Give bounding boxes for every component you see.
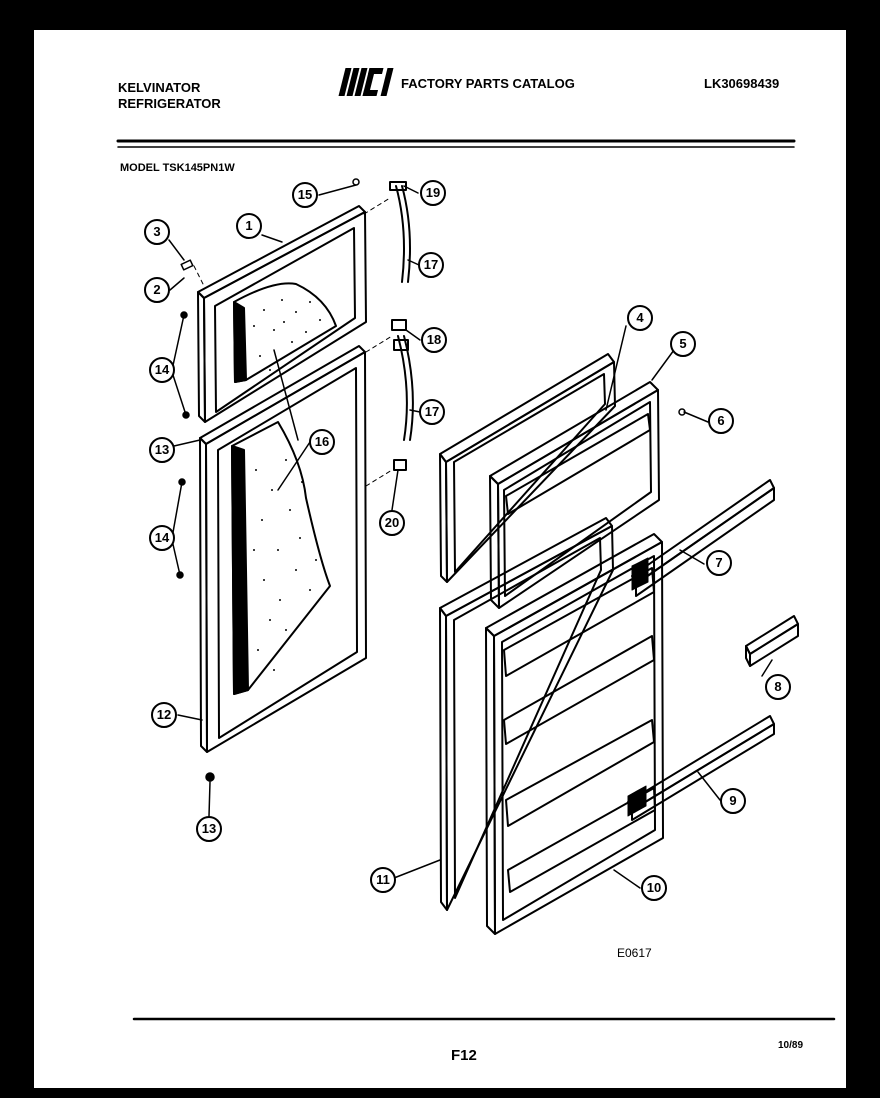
- svg-text:9: 9: [729, 793, 736, 808]
- page-code: F12: [451, 1047, 477, 1064]
- freezer-liner: [489, 381, 660, 609]
- brand-block: KELVINATOR REFRIGERATOR: [118, 80, 221, 112]
- wci-logo: [338, 68, 394, 96]
- callout-10: 10: [641, 875, 667, 901]
- shelf-clip-8: [745, 615, 799, 667]
- svg-text:13: 13: [155, 442, 169, 457]
- svg-text:7: 7: [715, 555, 722, 570]
- leader-lines: [168, 184, 773, 889]
- svg-text:11: 11: [376, 872, 390, 887]
- callout-14-bottom: 14: [149, 525, 175, 551]
- fresh-food-liner: [485, 533, 664, 935]
- svg-text:16: 16: [315, 434, 329, 449]
- svg-text:17: 17: [424, 257, 438, 272]
- callout-4: 4: [627, 305, 653, 331]
- fresh-food-insulation: [231, 421, 331, 695]
- callout-5: 5: [670, 331, 696, 357]
- callout-15: 15: [292, 182, 318, 208]
- svg-text:10: 10: [647, 880, 661, 895]
- svg-text:19: 19: [426, 185, 440, 200]
- callout-13-top: 13: [149, 437, 175, 463]
- svg-text:3: 3: [153, 224, 160, 239]
- callout-2: 2: [144, 277, 170, 303]
- callout-1: 1: [236, 213, 262, 239]
- date-code: 10/89: [778, 1040, 804, 1051]
- svg-text:2: 2: [153, 282, 160, 297]
- callout-19: 19: [420, 180, 446, 206]
- callout-8: 8: [765, 674, 791, 700]
- svg-text:4: 4: [636, 310, 644, 325]
- freezer-door: [197, 205, 367, 423]
- freezer-insulation-texture: [253, 299, 321, 371]
- fresh-food-door: [199, 345, 367, 753]
- freezer-gasket: [439, 353, 616, 583]
- exploded-door-diagram: 1 2 3 4 5 6 7 8 9 10 11 12 13 13 14 14 1…: [116, 139, 836, 1021]
- svg-text:13: 13: [202, 821, 216, 836]
- svg-text:6: 6: [717, 413, 724, 428]
- callout-20: 20: [379, 510, 405, 536]
- callout-3: 3: [144, 219, 170, 245]
- product-type: REFRIGERATOR: [118, 96, 221, 111]
- shelf-rail-9: [627, 715, 775, 821]
- callout-14-top: 14: [149, 357, 175, 383]
- svg-text:8: 8: [774, 679, 781, 694]
- callout-6: 6: [708, 408, 734, 434]
- callout-18: 18: [421, 327, 447, 353]
- svg-text:15: 15: [298, 187, 312, 202]
- svg-text:1: 1: [245, 218, 252, 233]
- svg-text:20: 20: [385, 515, 399, 530]
- svg-text:5: 5: [679, 336, 686, 351]
- catalog-title: FACTORY PARTS CATALOG: [401, 76, 575, 91]
- svg-text:18: 18: [427, 332, 441, 347]
- diagram-code: E0617: [617, 946, 652, 960]
- callout-11: 11: [370, 867, 396, 893]
- catalog-sheet: KELVINATOR REFRIGERATOR FACTORY PARTS CA…: [34, 30, 846, 1088]
- callout-16: 16: [309, 429, 335, 455]
- callout-17-bottom: 17: [419, 399, 445, 425]
- fresh-food-insulation-texture: [253, 459, 317, 671]
- svg-text:14: 14: [155, 530, 170, 545]
- callout-13-bottom: 13: [196, 816, 222, 842]
- callout-7: 7: [706, 550, 732, 576]
- model-number: MODEL TSK145PN1W: [120, 162, 235, 174]
- screw-6: [678, 408, 686, 416]
- callout-9: 9: [720, 788, 746, 814]
- callouts: 1 2 3 4 5 6 7 8 9 10 11 12 13 13 14 14 1…: [144, 180, 791, 901]
- freezer-insulation: [233, 282, 337, 383]
- fresh-food-gasket: [439, 517, 614, 911]
- callout-12: 12: [151, 702, 177, 728]
- svg-text:17: 17: [425, 404, 439, 419]
- part-number: LK30698439: [704, 76, 780, 91]
- svg-text:14: 14: [155, 362, 170, 377]
- door-handles: [389, 181, 414, 471]
- callout-17-top: 17: [418, 252, 444, 278]
- brand-name: KELVINATOR: [118, 80, 201, 95]
- svg-text:12: 12: [157, 707, 171, 722]
